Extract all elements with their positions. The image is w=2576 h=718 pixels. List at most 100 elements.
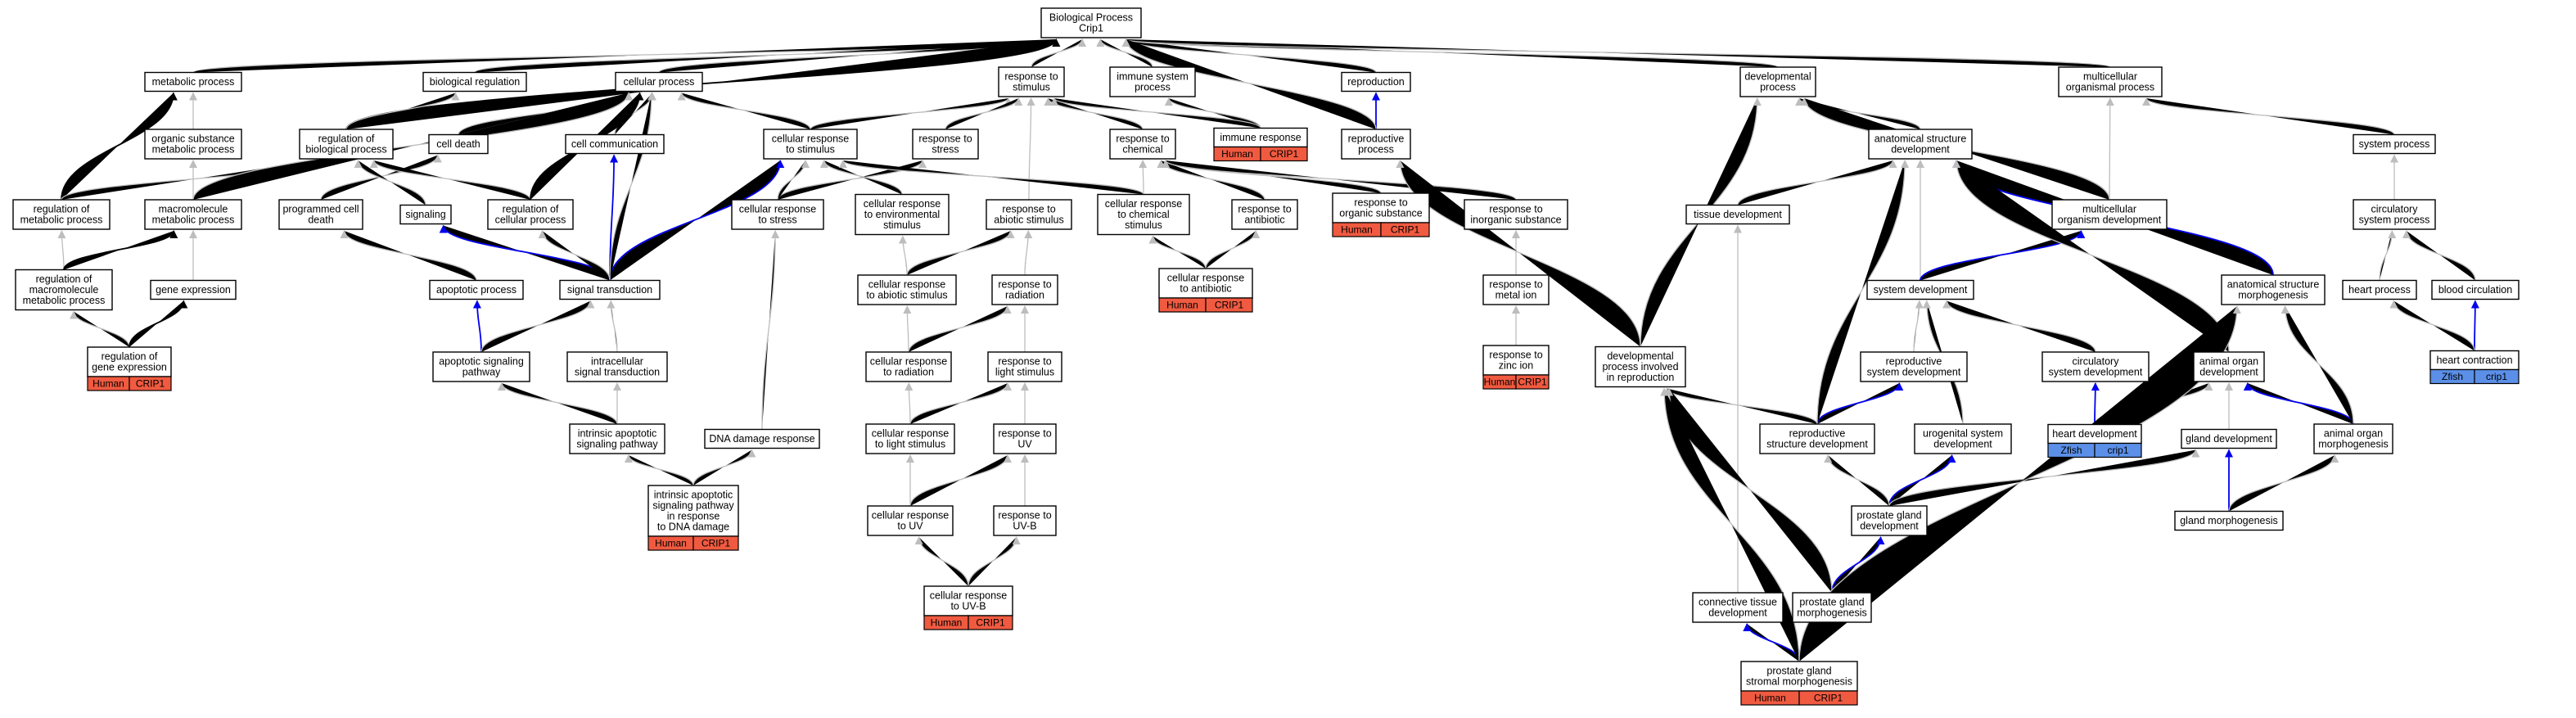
go-term-node[interactable]: apoptotic process	[429, 279, 524, 300]
go-term-node[interactable]: cell death	[428, 133, 489, 155]
go-term-node[interactable]: system development	[1866, 279, 1974, 300]
node-label-line: stimulus	[883, 219, 921, 231]
go-term-node[interactable]: DNA damage response	[704, 428, 820, 449]
node-box	[857, 274, 957, 305]
node-label-line: multicellular	[2083, 71, 2137, 83]
node-box	[1231, 199, 1298, 230]
node-label-line: abiotic stimulus	[994, 214, 1063, 226]
node-box	[1739, 66, 1816, 97]
node-box	[569, 423, 665, 454]
go-term-node[interactable]: system process	[2353, 133, 2436, 155]
grey-edge	[945, 97, 1023, 130]
go-term-node[interactable]: heart process	[2342, 279, 2417, 300]
node-box	[2193, 351, 2265, 382]
go-term-node[interactable]: signaling	[399, 204, 452, 225]
go-term-node[interactable]: biological regulation	[422, 71, 527, 93]
node-box	[1860, 351, 1968, 382]
go-term-node[interactable]: blood circulation	[2431, 279, 2520, 300]
go-term-node[interactable]: reproduction	[1341, 71, 1411, 93]
node-label-line: cellular response	[772, 133, 850, 145]
node-label-line: tissue development	[1694, 209, 1782, 220]
node-label-line: inorganic substance	[1470, 214, 1561, 226]
go-term-node[interactable]: gland morphogenesis	[2174, 510, 2284, 531]
gene-cell	[2094, 442, 2142, 458]
gene-label: CRIP1	[976, 617, 1005, 629]
go-term-node[interactable]: signal transduction	[559, 279, 661, 300]
go-term-node[interactable]: cellular process	[615, 71, 703, 93]
node-box	[150, 279, 237, 300]
go-term-node[interactable]: gland development	[2181, 428, 2277, 449]
node-label-line: to stimulus	[786, 144, 835, 156]
go-term-node[interactable]: cell communication	[565, 133, 665, 155]
species-label: Human	[1484, 377, 1516, 388]
go-term-node[interactable]: metabolic process	[144, 71, 242, 93]
node-label-line: response to	[1489, 350, 1542, 361]
node-box	[1040, 7, 1142, 38]
go-term-node[interactable]: tissue development	[1685, 204, 1790, 225]
node-box	[1332, 192, 1430, 224]
go-term-node[interactable]: gene expression	[150, 279, 237, 300]
grey-edge	[57, 230, 66, 270]
node-label-line: morphogenesis	[2238, 290, 2308, 301]
